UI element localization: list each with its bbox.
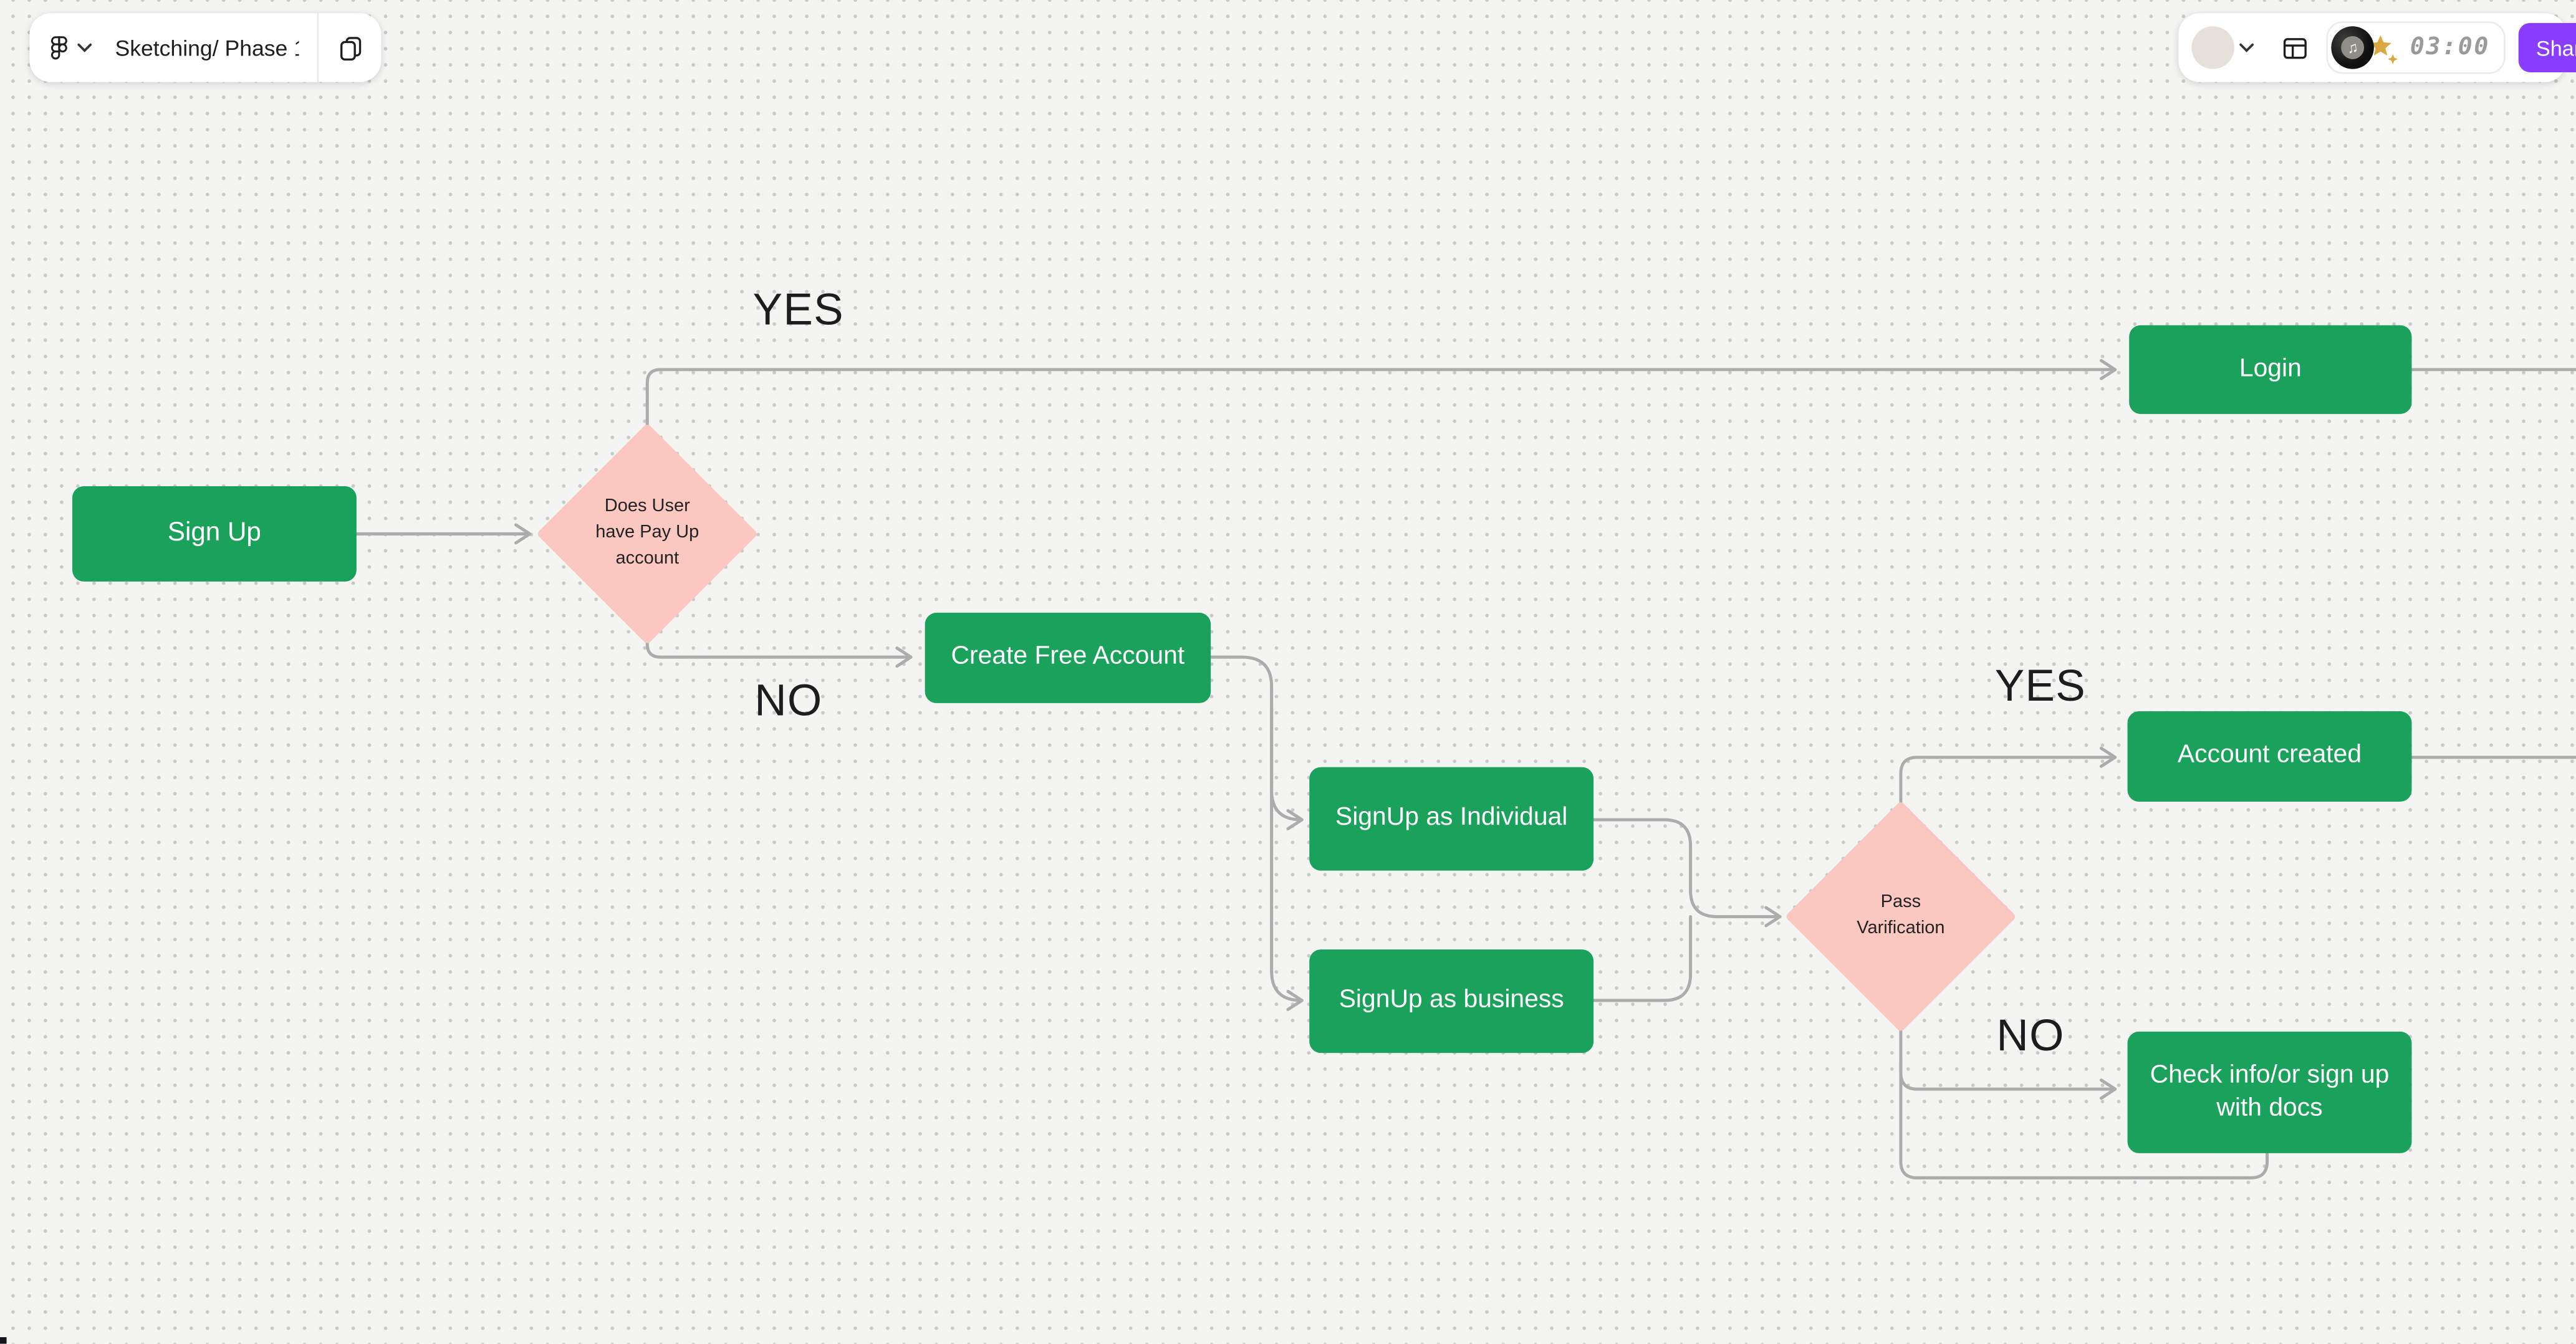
edge-label-yes-pass[interactable]: YES: [1994, 661, 2087, 711]
node-check-info[interactable]: Check info/or sign up with docs: [2127, 1031, 2412, 1153]
node-account-created[interactable]: Account created: [2127, 711, 2412, 802]
connector-decision-yes-to-login[interactable]: [645, 358, 2117, 431]
timer-value: 03:00: [2410, 34, 2491, 61]
toolbar-divider: [317, 13, 319, 82]
figma-logo-icon[interactable]: [46, 34, 72, 60]
connector-pass-no-loop-bottom[interactable]: [1899, 1058, 2269, 1179]
share-button[interactable]: Share: [2517, 22, 2576, 72]
user-avatar[interactable]: [2191, 26, 2234, 69]
edge-label-no-payup[interactable]: NO: [754, 676, 823, 726]
connector-pass-yes-to-account[interactable]: [1899, 746, 2117, 809]
decision-label-has-payup-account: Does User have Pay Up account: [595, 496, 699, 569]
connector-createfree-to-individual[interactable]: [1209, 655, 1304, 830]
connector-createfree-to-business[interactable]: [1270, 704, 1304, 1011]
connector-decision-no-to-createfree[interactable]: [645, 637, 913, 668]
timer-widget[interactable]: ♫ 03:00: [2326, 21, 2505, 74]
decision-pass-verification[interactable]: [1786, 802, 2016, 1031]
session-toolbar: ♫ 03:00 Share: [2178, 13, 2576, 82]
avatar-chevron-down-icon[interactable]: [2239, 43, 2254, 53]
chevron-down-icon[interactable]: [77, 43, 92, 53]
decision-label-pass-verification: Pass Varification: [1857, 892, 1945, 938]
file-title[interactable]: Sketching/ Phase 1: [115, 35, 299, 60]
edge-label-no-pass[interactable]: NO: [1996, 1010, 2065, 1061]
node-sign-up[interactable]: Sign Up: [72, 486, 357, 582]
decision-has-payup-account[interactable]: [538, 425, 757, 643]
file-toolbar: Sketching/ Phase 1: [29, 13, 382, 82]
node-signup-individual[interactable]: SignUp as Individual: [1309, 767, 1594, 871]
canvas-corner-mark: [0, 1337, 7, 1344]
connector-business-to-pass[interactable]: [1592, 914, 1693, 1002]
node-signup-business[interactable]: SignUp as business: [1309, 949, 1594, 1054]
layout-grid-icon[interactable]: [2280, 34, 2310, 62]
node-create-free-account[interactable]: Create Free Account: [925, 612, 1211, 703]
edge-label-yes-payup[interactable]: YES: [752, 285, 844, 335]
node-login[interactable]: Login: [2129, 325, 2412, 415]
copy-pages-icon[interactable]: [337, 34, 365, 62]
connector-individual-to-pass[interactable]: [1592, 818, 1782, 928]
